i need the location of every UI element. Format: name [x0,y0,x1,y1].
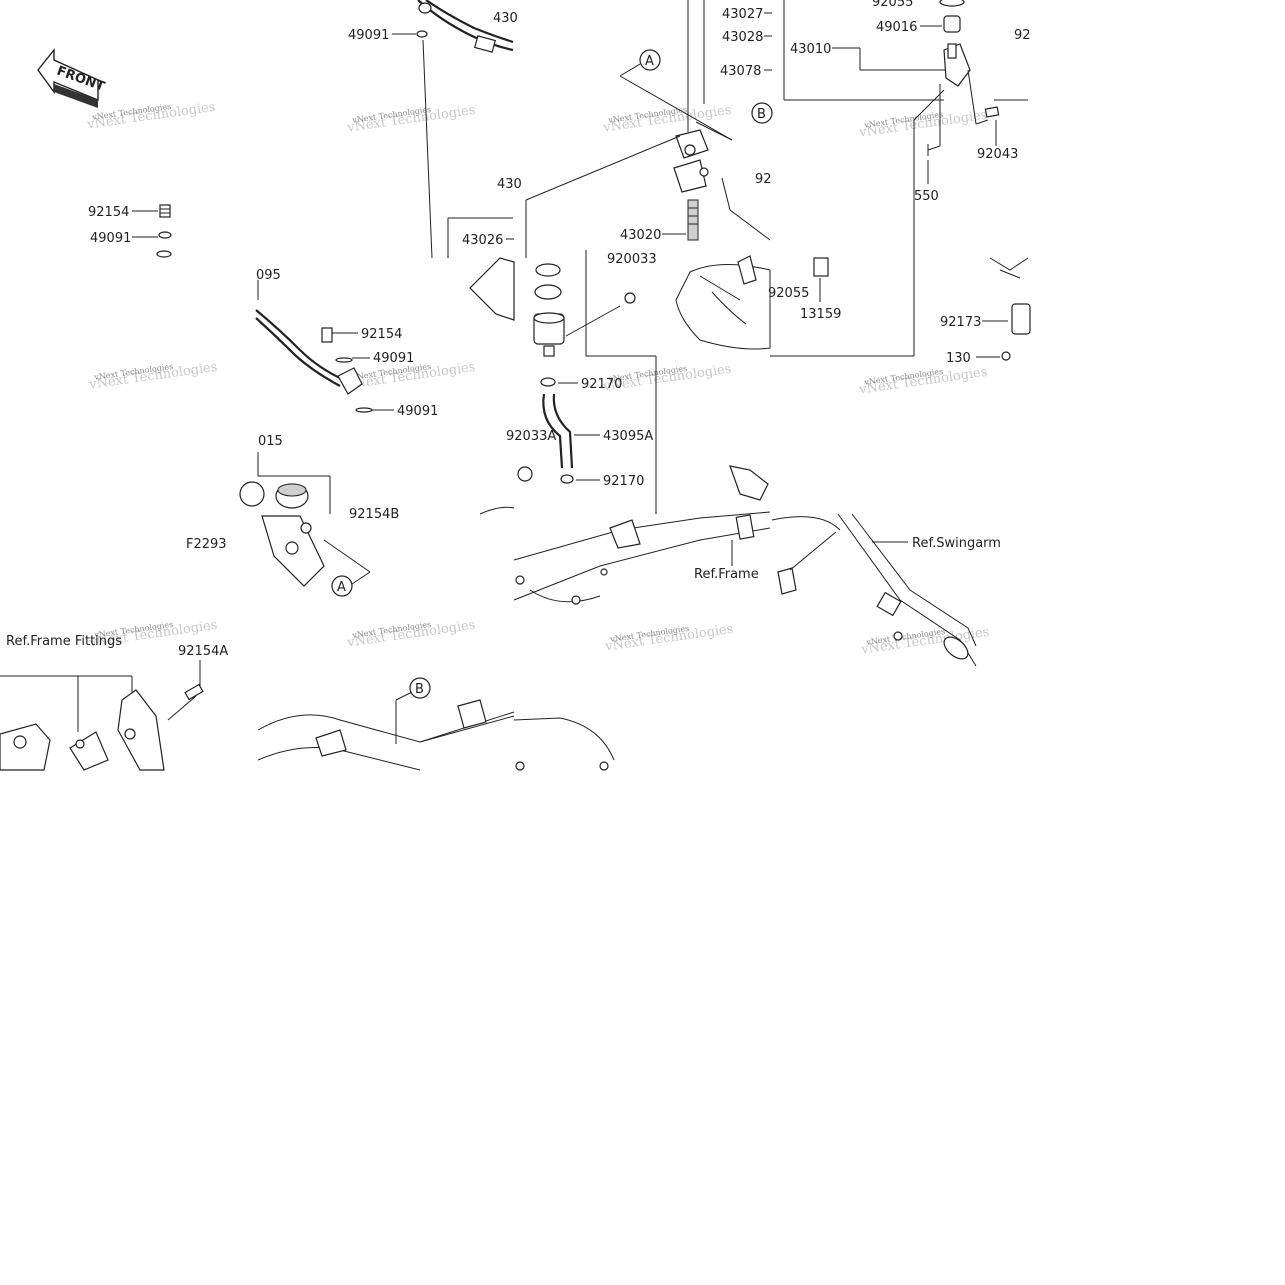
seat-cover [675,255,1031,361]
part-49091-mid2: 49091 [397,404,438,419]
part-92154-mid: 92154 [361,327,402,342]
part-92154-left: 92154 [88,205,129,220]
part-920033: 920033 [607,252,657,267]
frame-fittings [0,675,204,771]
part-43020: 43020 [620,228,661,243]
part-43095a: 43095A [603,429,653,444]
reservoir-cap-assembly [770,0,1028,357]
swingarm-section [771,513,977,667]
callout-b-top [751,102,773,124]
part-015: 015 [258,434,283,449]
ref-swingarm: Ref.Swingarm [912,536,1001,551]
cap-bracket [239,452,371,587]
lower-brake-hose [255,280,373,413]
part-43010: 43010 [790,42,831,57]
frame-section [479,465,771,605]
part-43-mid: 430 [497,177,522,192]
ref-frame-fittings: Ref.Frame Fittings [6,634,122,649]
part-92170-bot: 92170 [603,474,644,489]
part-43026: 43026 [462,233,503,248]
callout-b-bottom [409,677,431,699]
callout-b-bottom-label: B [415,682,424,697]
part-92033a: 92033A [506,429,556,444]
brake-reservoir [469,257,657,514]
upper-brake-hose [416,0,514,259]
master-cylinder-assembly [447,0,771,258]
part-130: 130 [946,351,971,366]
callout-a-bottom-label: A [337,580,346,595]
part-49091-mid1: 49091 [373,351,414,366]
part-43078: 43078 [720,64,761,79]
part-92043: 92043 [977,147,1018,162]
part-49091-top: 49091 [348,28,389,43]
part-43027: 43027 [722,7,763,22]
callout-a-bottom [331,575,353,597]
callout-a-top-label: A [645,54,654,69]
part-92-right: 92 [1014,28,1031,43]
callout-a-top [639,49,661,71]
lower-frame-section [257,691,615,771]
part-92154a: 92154A [178,644,228,659]
ref-frame: Ref.Frame [694,567,759,582]
part-550: 550 [914,189,939,204]
part-92055-top: 92055 [872,0,913,10]
banjo-bolt-left [156,204,172,258]
part-92170-top: 92170 [581,377,622,392]
part-13159: 13159 [800,307,841,322]
part-49091-left: 49091 [90,231,131,246]
part-92-mid: 92 [755,172,772,187]
part-430-top: 430 [493,11,518,26]
part-92055-mid: 92055 [768,286,809,301]
part-92173: 92173 [940,315,981,330]
callout-b-top-label: B [757,107,766,122]
front-arrow-icon: FRONT [37,48,107,108]
part-095: 095 [256,268,281,283]
part-49016: 49016 [876,20,917,35]
part-43028: 43028 [722,30,763,45]
diagram-code: F2293 [186,537,227,552]
part-92154b: 92154B [349,507,399,522]
